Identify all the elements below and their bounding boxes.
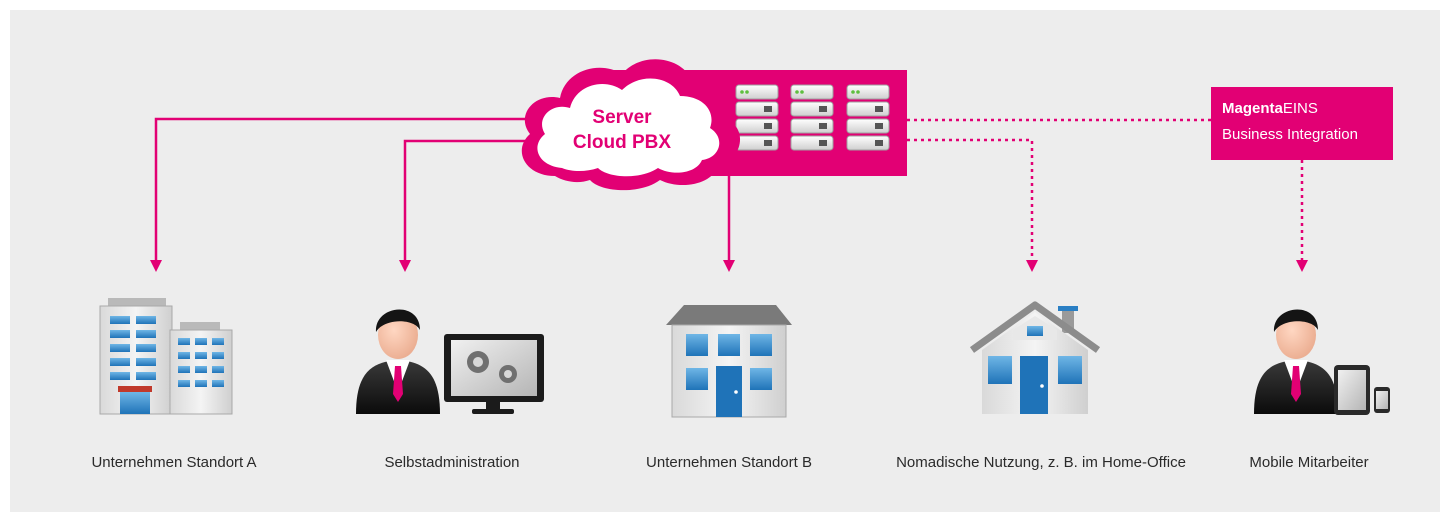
node-label-self-admin: Selbstadministration [384,454,519,471]
connection-lines [150,117,1308,272]
server-rack [600,70,907,176]
edge-cloud-to-site-a [150,117,535,272]
server-icon [790,84,834,151]
edge-cloud-to-self-admin [399,139,535,272]
cloud-inner-icon [537,78,720,177]
admin-user-with-monitor-icon [356,309,544,414]
integration-brand-bold: Magenta [1222,100,1284,117]
node-label-mobile: Mobile Mitarbeiter [1249,454,1368,471]
office-buildings-icon [99,298,233,415]
node-label-nomadic: Nomadische Nutzung, z. B. im Home-Office [896,454,1186,471]
node-label-site-b: Unternehmen Standort B [646,454,812,471]
office-building-icon [666,305,792,418]
cloud-title-line2: Cloud PBX [573,132,671,153]
cloud-pbx-node: Server Cloud PBX [521,59,741,191]
integration-brand: MagentaEINS [1222,100,1318,117]
mobile-user-with-tablet-icon [1254,309,1390,415]
server-icon [735,84,779,151]
node-label-site-a: Unternehmen Standort A [91,454,256,471]
edge-servers-to-nomadic [907,138,1038,272]
integration-brand-rest: EINS [1283,100,1318,117]
cloud-title-line1: Server [592,107,652,128]
house-icon [969,301,1101,414]
magentaeins-box: MagentaEINS Business Integration [1211,87,1393,160]
server-icon [846,84,890,151]
integration-subtitle: Business Integration [1222,126,1358,143]
